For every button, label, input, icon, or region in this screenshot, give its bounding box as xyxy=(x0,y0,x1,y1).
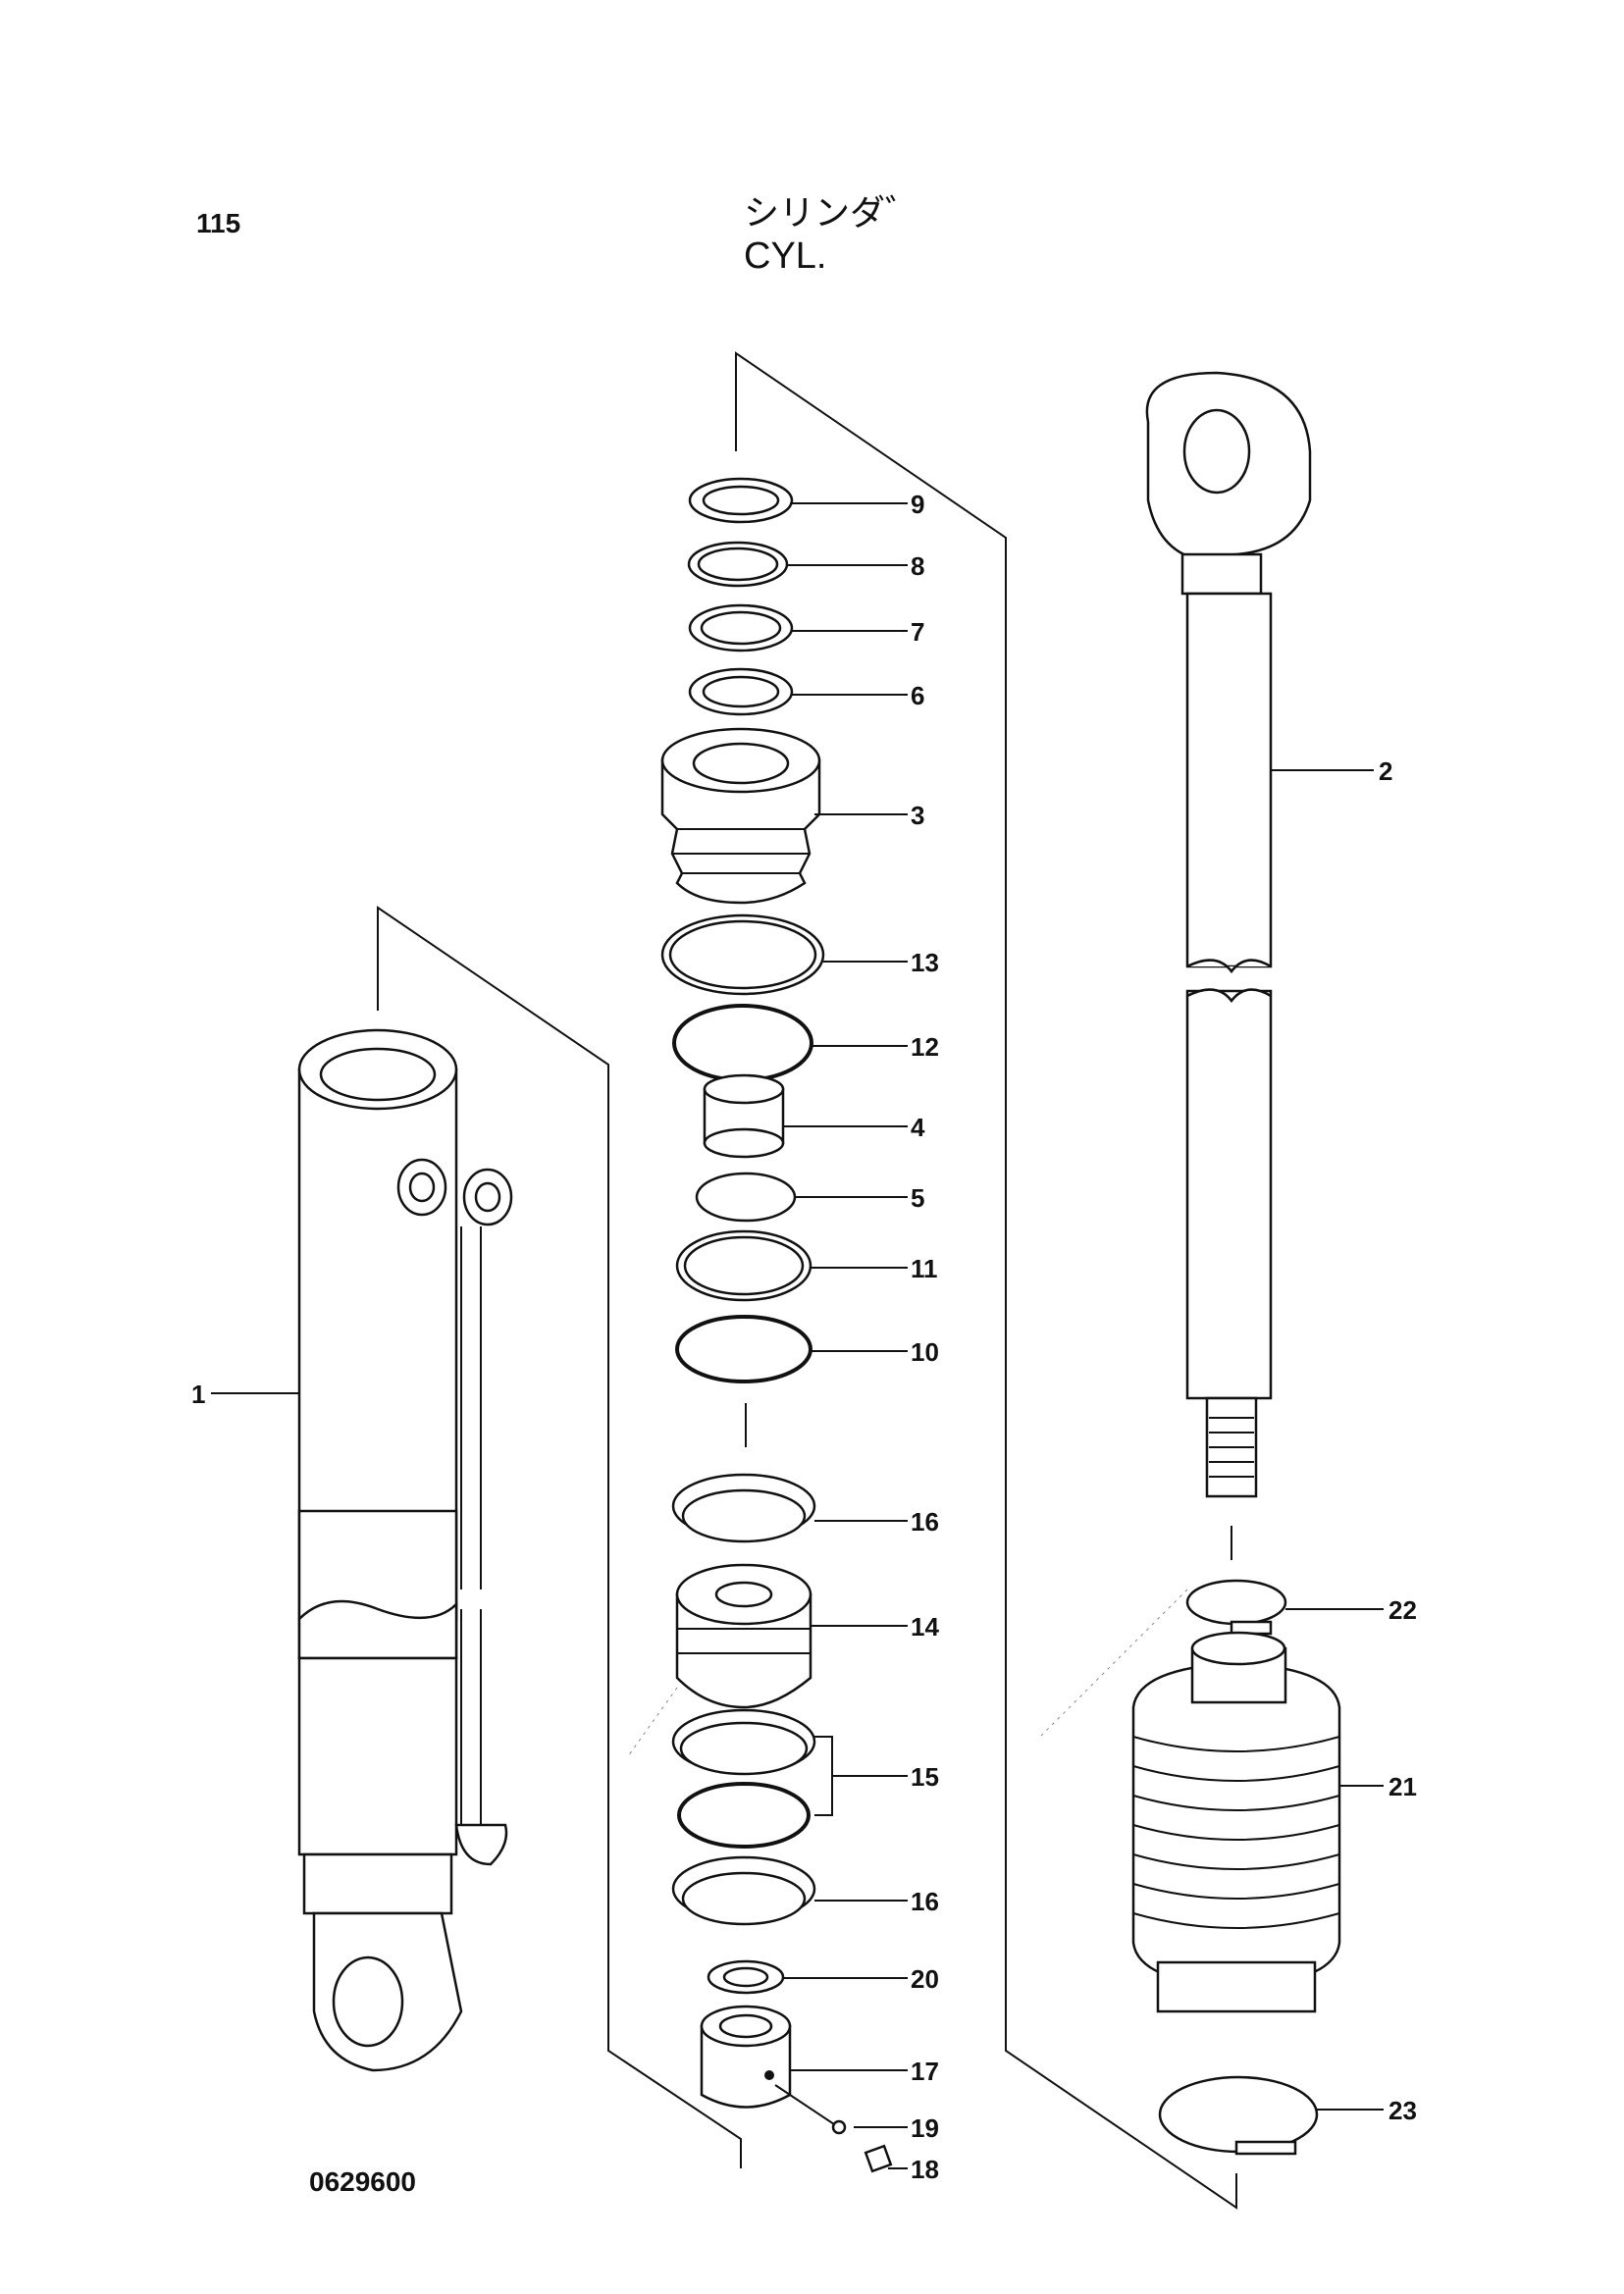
callout-13: 13 xyxy=(911,948,939,977)
part-23-band xyxy=(1158,2075,1319,2156)
callout-1: 1 xyxy=(191,1380,205,1409)
part-13-inner xyxy=(668,919,817,990)
callout-3: 3 xyxy=(911,801,924,830)
callout-16-upper: 16 xyxy=(911,1507,939,1537)
callout-23: 23 xyxy=(1388,2096,1417,2125)
part-4-bushing xyxy=(703,1073,785,1159)
part-14-piston xyxy=(675,1563,812,1709)
part-10-o-ring xyxy=(675,1315,812,1383)
part-16-wear-ring-lower xyxy=(671,1855,816,1926)
part-7-seal-inner xyxy=(700,610,782,646)
drawing-number: 0629600 xyxy=(309,2166,417,2197)
part-15-piston-seal-set xyxy=(671,1708,816,1849)
callout-11: 11 xyxy=(911,1254,938,1283)
part-3-rod-cover xyxy=(660,727,821,905)
assembly-line-piston xyxy=(627,1687,678,1757)
part-18-set-screw xyxy=(864,2144,893,2173)
callout-10: 10 xyxy=(911,1337,939,1367)
callout-8: 8 xyxy=(911,551,924,581)
page-number: 115 xyxy=(196,208,241,238)
title-english: CYL. xyxy=(744,235,827,277)
callout-19: 19 xyxy=(911,2113,939,2143)
callout-2: 2 xyxy=(1379,756,1392,786)
callout-5: 5 xyxy=(911,1183,924,1213)
part-9-wiper-ring xyxy=(688,477,794,524)
callout-9: 9 xyxy=(911,490,924,519)
part-12-o-ring xyxy=(672,1004,813,1082)
gland-group-bracket xyxy=(735,351,1237,2210)
callout-21: 21 xyxy=(1388,1772,1417,1801)
assembly-line-rod xyxy=(1039,1589,1188,1738)
callout-20: 20 xyxy=(911,1964,939,1994)
callout-16-lower: 16 xyxy=(911,1887,939,1916)
callout-17: 17 xyxy=(911,2057,939,2086)
callout-15: 15 xyxy=(911,1762,939,1792)
part-20-washer-hole xyxy=(722,1966,769,1988)
part-8-ring-inner xyxy=(697,547,779,582)
callout-22: 22 xyxy=(1388,1595,1417,1625)
callout-18: 18 xyxy=(911,2155,939,2184)
part-19-axis xyxy=(774,2084,835,2125)
tube-group-bracket xyxy=(377,906,742,2168)
callout-14: 14 xyxy=(911,1612,939,1642)
callout-6: 6 xyxy=(911,681,924,710)
callout-7: 7 xyxy=(911,617,924,647)
part-22-band xyxy=(1185,1579,1287,1636)
part-5-snap-ring xyxy=(695,1172,797,1223)
callout-12: 12 xyxy=(911,1032,939,1062)
part-11-inner xyxy=(683,1235,805,1296)
callout-4: 4 xyxy=(911,1113,925,1142)
part-2-piston-rod xyxy=(1145,371,1312,1498)
part-6-ring-inner xyxy=(702,675,780,708)
part-19-ball xyxy=(831,2119,847,2135)
title-japanese: シリンダ゛ xyxy=(744,193,921,234)
part-1-cylinder-tube xyxy=(297,1028,513,2072)
part-17-nut xyxy=(700,2005,792,2109)
bracket-15 xyxy=(814,1736,833,1816)
part-16-wear-ring-upper xyxy=(671,1473,816,1543)
part-21-boot xyxy=(1131,1631,1341,2013)
